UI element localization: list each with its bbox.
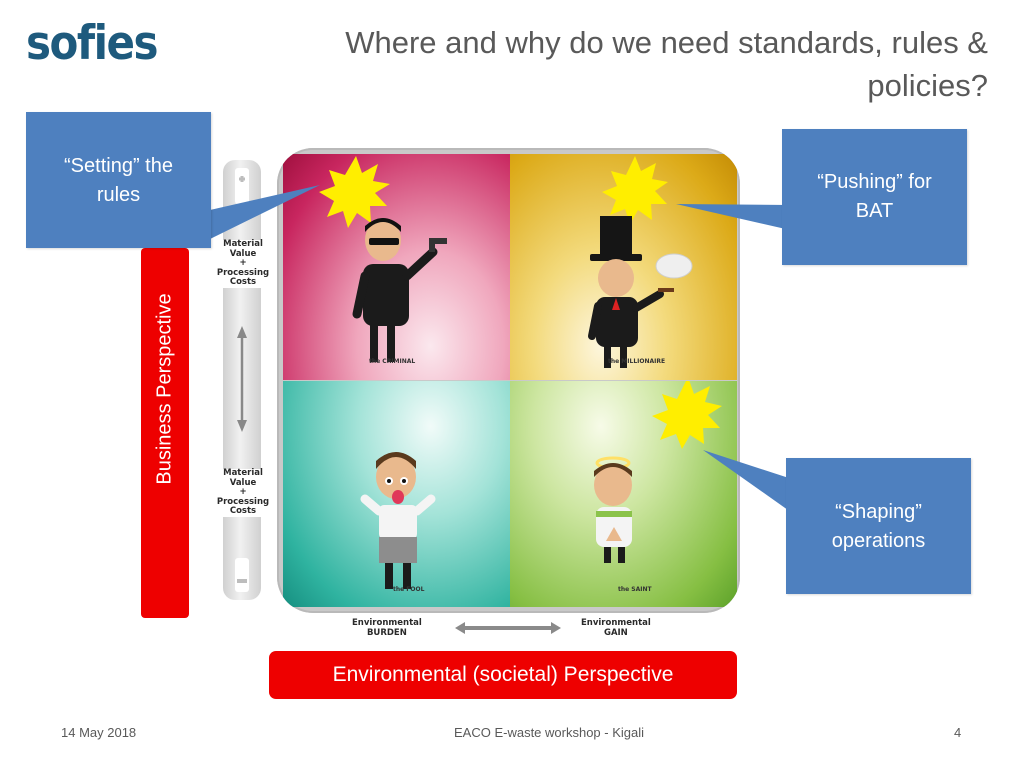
quadrant-label-saint: the SAINT	[618, 586, 652, 593]
quadrant-label-criminal: the CRIMINAL	[369, 358, 416, 365]
arrow-right-icon	[551, 622, 561, 634]
quadrant-criminal: the CRIMINAL	[283, 154, 510, 380]
callout-shaping-operations: “Shaping” operations	[786, 458, 971, 594]
environmental-burden-label: Environmental BURDEN	[352, 618, 422, 638]
callout-pointer-pushing	[676, 204, 790, 230]
environmental-axis-arrow	[455, 622, 561, 634]
gauge-label-top: Material Value + Processing Costs	[212, 239, 274, 288]
environmental-perspective-box: Environmental (societal) Perspective	[269, 651, 737, 699]
footer-date: 14 May 2018	[61, 725, 137, 740]
plus-icon	[239, 176, 245, 182]
slide-title: Where and why do we need standards, rule…	[240, 22, 988, 108]
material-value-gauge	[223, 160, 261, 600]
arrow-left-icon	[455, 622, 465, 634]
title-line-2: policies?	[867, 67, 988, 103]
gauge-label-bottom: Material Value + Processing Costs	[212, 468, 274, 517]
quadrant-label-millionaire: the MILLIONAIRE	[608, 358, 666, 365]
quadrant-fool: the FOOL	[283, 381, 510, 607]
quadrant-label-fool: the FOOL	[393, 586, 425, 593]
callout-pointer-setting	[188, 185, 320, 240]
starburst-icon	[319, 156, 390, 228]
gauge-bottom-cap	[235, 558, 249, 592]
millionaire-illustration	[588, 156, 693, 368]
gauge-graphics	[235, 168, 249, 592]
fool-illustration	[360, 452, 436, 589]
callout-pointer-shaping	[703, 450, 795, 515]
starburst-icon	[652, 381, 722, 449]
footer-event: EACO E-waste workshop - Kigali	[454, 725, 645, 740]
sofies-logo: sofies	[26, 15, 159, 71]
callout-pushing-bat: “Pushing” for BAT	[782, 129, 967, 265]
quadrant-matrix: the CRIMINAL the MILLIONAIRE	[277, 148, 740, 613]
quadrant-millionaire: the MILLIONAIRE	[510, 154, 737, 380]
gauge-top-cap	[235, 168, 249, 204]
arrow-down-icon	[237, 420, 247, 432]
arrow-up-icon	[237, 326, 247, 338]
callout-setting-rules: “Setting” the rules	[26, 112, 211, 248]
starburst-icon	[602, 156, 668, 224]
saint-illustration	[594, 381, 722, 563]
title-line-1: Where and why do we need standards, rule…	[345, 25, 988, 60]
criminal-illustration	[319, 156, 447, 362]
quadrant-saint: the SAINT	[510, 381, 737, 607]
environmental-gain-label: Environmental GAIN	[581, 618, 651, 638]
footer-page-number: 4	[954, 725, 962, 740]
business-perspective-bar	[141, 248, 189, 618]
